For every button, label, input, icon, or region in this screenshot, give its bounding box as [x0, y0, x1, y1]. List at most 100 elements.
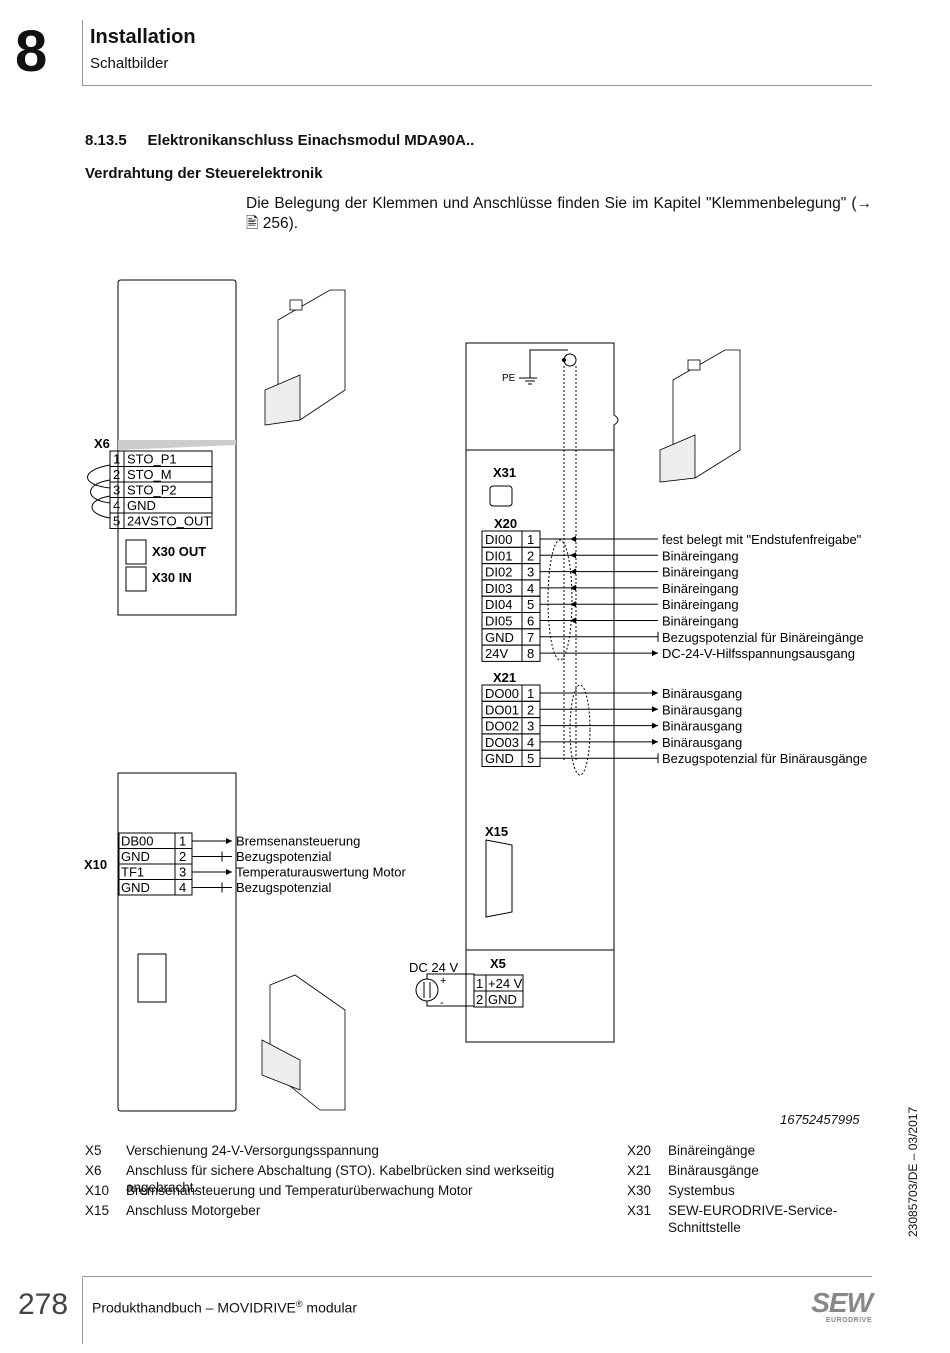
- x20-pin-number: 1: [527, 532, 534, 547]
- x21-arrow: [652, 690, 658, 696]
- main-module-outline: [465, 342, 619, 1043]
- logo-eurodrive: EURODRIVE: [825, 1317, 872, 1324]
- chapter-subtitle: Schaltbilder: [90, 55, 169, 72]
- document-number: 23085703/DE – 03/2017: [895, 1080, 920, 1240]
- x20-arrow: [652, 650, 658, 657]
- legend-text: Anschluss Motorgeber: [126, 1203, 261, 1218]
- x6-pin-number: 1: [113, 452, 120, 467]
- x20-arrow: [570, 584, 576, 591]
- x30-in-connector: [125, 566, 147, 592]
- x10-pin-number: 1: [179, 834, 186, 849]
- x20-pin-name: GND: [485, 630, 514, 645]
- x31-socket: [489, 485, 513, 507]
- legend-code: X21: [627, 1163, 652, 1178]
- legend-code: X10: [85, 1183, 110, 1198]
- x21-pin-name: DO00: [485, 686, 519, 701]
- x21-pin-number: 2: [527, 702, 534, 717]
- x10-arrow: [226, 869, 232, 875]
- footer-manual-name: Produkthandbuch – MOVIDRIVE: [92, 1299, 296, 1316]
- x21-description: Binärausgang: [662, 702, 742, 717]
- x6-pin-number: 2: [113, 467, 120, 482]
- footer-rule: [82, 1276, 872, 1277]
- legend-text: SEW-EURODRIVE-Service-Schnittstelle: [668, 1203, 838, 1235]
- x20-arrow: [570, 552, 576, 559]
- x6-pin-name: 24VSTO_OUT: [127, 514, 211, 529]
- x20-pin-name: DI05: [485, 614, 512, 629]
- legend-code: X15: [85, 1203, 110, 1218]
- x20-description: Bezugspotenzial für Binäreingänge: [662, 630, 864, 645]
- x6-pin-name: STO_P1: [127, 452, 177, 467]
- dc-source-symbol: [415, 978, 439, 1002]
- x20-description: Binäreingang: [662, 548, 739, 563]
- x6-pin-name: STO_M: [127, 467, 172, 482]
- x20-pin-number: 8: [527, 646, 534, 661]
- intro-paragraph: Die Belegung der Klemmen und Anschlüsse …: [246, 195, 872, 232]
- legend-text: Binäreingänge: [668, 1143, 756, 1158]
- footer-divider: [82, 1278, 83, 1344]
- x21-pin-name: DO02: [485, 719, 519, 734]
- x6-jumper: [90, 479, 111, 504]
- x5-label: X5: [490, 956, 506, 971]
- x6-pin-name: STO_P2: [127, 483, 177, 498]
- x21-pin-name: GND: [485, 751, 514, 766]
- x5-pin-number: 2: [476, 992, 483, 1007]
- x6-pin-number: 5: [113, 514, 120, 529]
- dc-minus-sign: -: [440, 997, 444, 1009]
- x20-pin-name: 24V: [485, 646, 508, 661]
- x30-out-label: X30 OUT: [152, 544, 206, 559]
- logo-sew: SEW: [811, 1287, 873, 1318]
- x6-jumper: [91, 495, 111, 519]
- x20-pin-name: DI01: [485, 548, 512, 563]
- dc-plus-sign: +: [440, 975, 446, 987]
- x20-description: Binäreingang: [662, 565, 739, 580]
- module-shade: [118, 440, 236, 450]
- x20-description: DC-24-V-Hilfsspannungsausgang: [662, 646, 855, 661]
- x20-pin-number: 5: [527, 597, 534, 612]
- x6-pin-number: 4: [113, 498, 120, 513]
- x20-pin-name: DI02: [485, 565, 512, 580]
- section-title: 8.13.5 Elektronikanschluss Einachsmodul …: [85, 132, 475, 149]
- header-rule: [82, 85, 872, 86]
- x21-arrow: [652, 738, 658, 745]
- x6-module-outline: [117, 279, 237, 616]
- header-divider: [82, 20, 83, 86]
- x10-pin-name: GND: [121, 849, 150, 864]
- x21-description: Bezugspotenzial für Binärausgänge: [662, 751, 867, 766]
- junction-dot: [562, 358, 566, 362]
- x5-pin-name: GND: [488, 992, 517, 1007]
- legend-text: Binärausgänge: [668, 1163, 759, 1178]
- x20-pin-name: DI03: [485, 581, 512, 596]
- legend-text: Verschienung 24-V-Versorgungsspannung: [126, 1143, 379, 1158]
- page-number: 278: [18, 1288, 69, 1321]
- section-subtitle: Verdrahtung der Steuerelektronik: [85, 165, 323, 182]
- dc-plus-wire: [426, 973, 475, 984]
- x10-pin-name: DB00: [121, 834, 154, 849]
- legend-text: Anschluss für sichere Abschaltung (STO).…: [126, 1163, 555, 1195]
- x21-pin-number: 4: [527, 735, 534, 750]
- legend-text: Systembus: [668, 1183, 735, 1198]
- dc-source-label: DC 24 V: [409, 960, 458, 975]
- footer-text: Produkthandbuch – MOVIDRIVE® modular: [92, 1299, 357, 1316]
- x20-description: Binäreingang: [662, 614, 739, 629]
- footer-registered: ®: [295, 1299, 303, 1309]
- x20-arrow: [570, 568, 576, 575]
- chapter-title: Installation: [90, 26, 196, 48]
- x10-pin-name: GND: [121, 880, 150, 895]
- x15-label: X15: [485, 824, 508, 839]
- pe-wire: [519, 349, 568, 379]
- x20-label: X20: [494, 516, 517, 531]
- x20-description: Binäreingang: [662, 597, 739, 612]
- x31-label: X31: [493, 465, 516, 480]
- x21-label: X21: [493, 670, 516, 685]
- x20-description: Binäreingang: [662, 581, 739, 596]
- x20-pin-number: 3: [527, 565, 534, 580]
- x21-pin-number: 1: [527, 686, 534, 701]
- x21-arrow: [652, 706, 658, 713]
- x30-out-connector: [125, 539, 147, 565]
- x15-dsub: [485, 839, 513, 918]
- document-number-text: 23085703/DE – 03/2017: [906, 1106, 920, 1237]
- module-sketch-bottom: [261, 974, 346, 1111]
- x20-pin-number: 4: [527, 581, 534, 596]
